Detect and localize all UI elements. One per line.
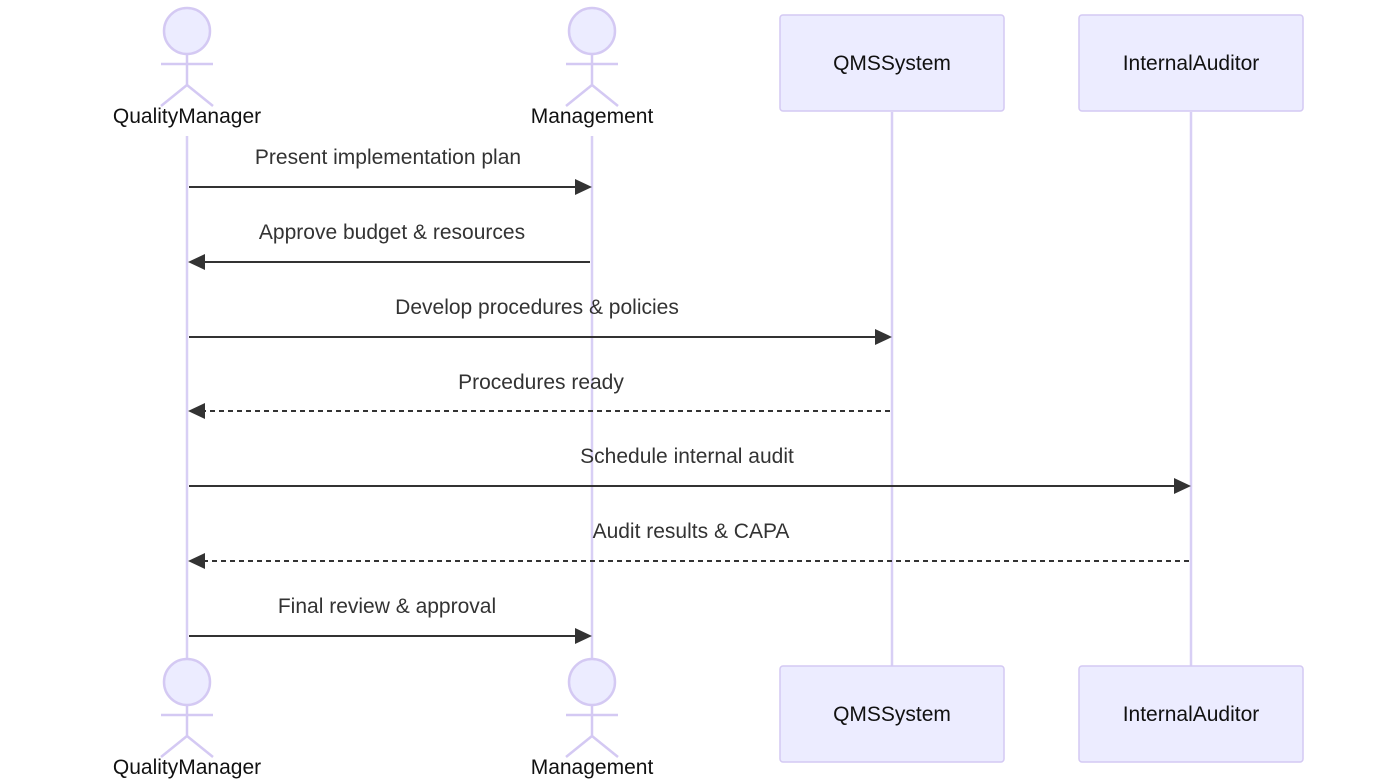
actor-icon — [565, 657, 619, 758]
message-label: Procedures ready — [458, 371, 624, 394]
message-label: Present implementation plan — [255, 146, 521, 169]
actor-icon — [160, 6, 214, 107]
actor-management-bottom: Management — [531, 657, 654, 779]
message-label: Audit results & CAPA — [593, 520, 790, 543]
arrowhead-icon — [575, 179, 592, 195]
arrowhead-icon — [188, 254, 205, 270]
arrowhead-icon — [188, 553, 205, 569]
participant-internal-auditor-bottom: InternalAuditor — [1078, 665, 1304, 763]
message-label: Final review & approval — [278, 595, 496, 618]
arrowhead-icon — [875, 329, 892, 345]
message-label: Approve budget & resources — [259, 221, 525, 244]
actor-management-top: Management — [531, 6, 654, 128]
arrowhead-icon — [188, 403, 205, 419]
message-4: Procedures ready — [188, 371, 890, 419]
participant-qms-system-bottom: QMSSystem — [779, 665, 1005, 763]
participant-label: QMSSystem — [833, 52, 951, 75]
actor-quality-manager-bottom: QualityManager — [113, 657, 261, 779]
actor-quality-manager-top: QualityManager — [113, 6, 261, 128]
message-6: Audit results & CAPA — [188, 520, 1189, 569]
message-1: Present implementation plan — [189, 146, 592, 195]
actor-label: Management — [531, 105, 654, 128]
arrowhead-icon — [1174, 478, 1191, 494]
participant-label: InternalAuditor — [1123, 52, 1260, 75]
message-label: Develop procedures & policies — [395, 296, 679, 319]
participant-internal-auditor-top: InternalAuditor — [1078, 14, 1304, 112]
actor-icon — [565, 6, 619, 107]
message-7: Final review & approval — [189, 595, 592, 644]
actor-label: Management — [531, 756, 654, 779]
arrowhead-icon — [575, 628, 592, 644]
actor-label: QualityManager — [113, 105, 261, 128]
participant-label: QMSSystem — [833, 703, 951, 726]
message-2: Approve budget & resources — [188, 221, 590, 270]
message-3: Develop procedures & policies — [189, 296, 892, 345]
message-label: Schedule internal audit — [580, 445, 794, 468]
participant-qms-system-top: QMSSystem — [779, 14, 1005, 112]
participant-label: InternalAuditor — [1123, 703, 1260, 726]
actor-icon — [160, 657, 214, 758]
actor-label: QualityManager — [113, 756, 261, 779]
message-5: Schedule internal audit — [189, 445, 1191, 494]
